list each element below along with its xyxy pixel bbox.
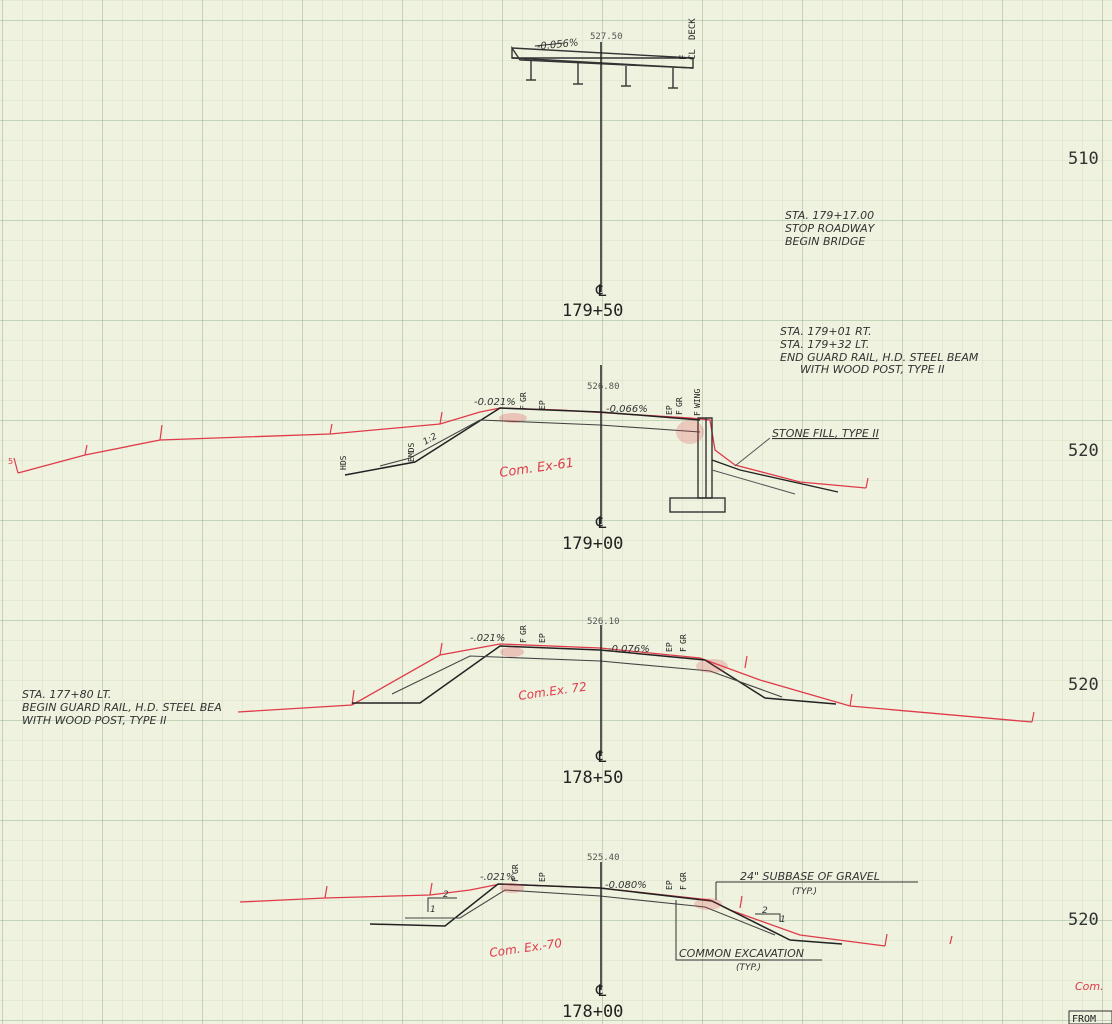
elevation-526-80: 526.80: [587, 382, 620, 392]
label-f-wing: F: [693, 411, 702, 416]
subbase-label: 24" SUBBASE OF GRAVEL: [740, 870, 880, 883]
label-f-4-right: F: [679, 885, 688, 890]
label-wing: WING: [693, 389, 702, 408]
label-f-2-left: F: [519, 405, 528, 410]
stone-fill-line: [711, 459, 839, 493]
label-ep-2-right: EP: [665, 405, 674, 415]
slope-label-3-right: -0.076%: [608, 644, 650, 655]
label-f-3-left: F: [519, 638, 528, 643]
note-end-guard-rail-line1: STA. 179+01 RT.: [780, 325, 872, 338]
label-ep-4-right: EP: [665, 880, 674, 890]
slope-label-top: -0.056%: [536, 37, 579, 52]
subbase-line-2: [379, 419, 701, 467]
label-f-4-left: F: [511, 877, 520, 882]
note-begin-guard-rail: STA. 177+80 LT. BEGIN GUARD RAIL, H.D. S…: [22, 688, 222, 727]
wing-wall: [669, 417, 726, 513]
label-gr-2-right: GR: [675, 397, 684, 407]
slope-label-3-left: -.021%: [470, 633, 505, 644]
label-f-top: F: [679, 55, 689, 60]
elevation-label-520-a: 520: [1068, 441, 1099, 461]
station-178-00: 178+00: [562, 1002, 623, 1022]
note-begin-bridge-line3: BEGIN BRIDGE: [785, 235, 865, 248]
label-gr-3-left: GR: [519, 625, 528, 635]
station-178-50: 178+50: [562, 768, 623, 788]
slope-den-4-right: 1: [780, 915, 786, 925]
cl-symbol-3: ℄: [595, 747, 607, 766]
section-179-50: 527.50 -0.056% F CL DECK ℄ 179+50: [511, 18, 698, 321]
common-excavation-2: Com. Ex-61: [498, 456, 574, 481]
label-ep-2-left: EP: [538, 400, 547, 410]
elevation-label-520-c: 520: [1068, 910, 1099, 930]
note-begin-guard-rail-line2: BEGIN GUARD RAIL, H.D. STEEL BEA: [22, 701, 222, 714]
label-deck-top: DECK: [688, 18, 698, 40]
note-end-guard-rail: STA. 179+01 RT. STA. 179+32 LT. END GUAR…: [780, 325, 979, 376]
label-emds: EMDS: [407, 443, 416, 462]
slope-label-4-left: -.021%: [480, 872, 515, 883]
common-excavation-4: Com. Ex.-70: [488, 936, 563, 960]
label-gr-4-right: GR: [679, 872, 688, 882]
elevation-526-10: 526.10: [587, 617, 620, 627]
cl-symbol-4: ℄: [595, 981, 607, 1000]
slope-num-4-right: 2: [762, 906, 768, 916]
label-ep-4-left: EP: [538, 872, 547, 882]
note-end-guard-rail-line4: WITH WOOD POST, TYPE II: [800, 363, 944, 376]
slope-label-2-left: -0.021%: [474, 397, 516, 408]
section-178-00: 1 2 2 1 525.40 -.021% -0.080% F GR EP EP…: [239, 853, 953, 1022]
label-cl-top: CL: [688, 49, 698, 60]
label-ep-3-right: EP: [665, 642, 674, 652]
elevation-label-520-b: 520: [1068, 675, 1099, 695]
proposed-roadway-3: [352, 645, 837, 705]
note-begin-guard-rail-line3: WITH WOOD POST, TYPE II: [22, 714, 166, 727]
label-f-3-right: F: [679, 647, 688, 652]
label-gr-3-right: GR: [679, 634, 688, 644]
cl-symbol-1: ℄: [595, 281, 607, 300]
bridge-girders: [526, 60, 678, 89]
slope-label-2-right: -0.066%: [606, 404, 648, 415]
existing-ground-line-3: [237, 643, 1033, 723]
stone-fill-label: STONE FILL, TYPE II: [772, 427, 879, 440]
existing-ground-line-2: [17, 407, 867, 489]
label-f-2-right: F: [675, 410, 684, 415]
corner-com-label: Com.: [1075, 980, 1104, 993]
subbase-line-4: [405, 889, 776, 936]
subbase-line-3: [391, 655, 783, 698]
note-begin-guard-rail-line1: STA. 177+80 LT.: [22, 688, 111, 701]
subbase-typ: (TYP.): [792, 887, 817, 897]
slope-num-4-left: 2: [443, 890, 449, 900]
slope-label-4-right: -0.080%: [605, 880, 647, 891]
note-end-guard-rail-line2: STA. 179+32 LT.: [780, 338, 869, 351]
label-ep-3-left: EP: [538, 633, 547, 643]
note-begin-bridge: STA. 179+17.00 STOP ROADWAY BEGIN BRIDGE: [785, 209, 876, 248]
corner-from-label: FROM: [1072, 1014, 1096, 1024]
excavation-leader: [675, 900, 822, 961]
cl-symbol-2: ℄: [595, 513, 607, 532]
excavation-typ: (TYP.): [736, 963, 761, 973]
proposed-roadway-2: [344, 407, 701, 476]
edge-mark: 5: [8, 457, 13, 466]
elevation-527-50: 527.50: [590, 32, 623, 42]
station-179-50: 179+50: [562, 301, 623, 321]
note-begin-bridge-line2: STOP ROADWAY: [785, 222, 876, 235]
label-gr-2-left: GR: [519, 392, 528, 402]
slope-den-4-left: 1: [430, 905, 436, 915]
station-179-00: 179+00: [562, 534, 623, 554]
label-gr-4-left: GR: [511, 864, 520, 874]
note-begin-bridge-line1: STA. 179+17.00: [785, 209, 874, 222]
label-hds: HDS: [339, 455, 348, 470]
elevation-label-510: 510: [1068, 149, 1099, 169]
proposed-roadway-4: [369, 883, 843, 945]
elevation-525-40: 525.40: [587, 853, 620, 863]
common-excavation-3: Com.Ex. 72: [517, 680, 587, 703]
excavation-label: COMMON EXCAVATION: [679, 947, 804, 960]
section-179-00: 5 STONE FILL, TYPE II 526.80 -0.021% -0.…: [8, 365, 879, 554]
slope-ratio-2: 1:2: [422, 432, 440, 448]
section-178-50: 526.10 -.021% -0.076% F GR EP EP F GR Co…: [22, 617, 1035, 788]
note-end-guard-rail-line3: END GUARD RAIL, H.D. STEEL BEAM: [780, 351, 979, 364]
